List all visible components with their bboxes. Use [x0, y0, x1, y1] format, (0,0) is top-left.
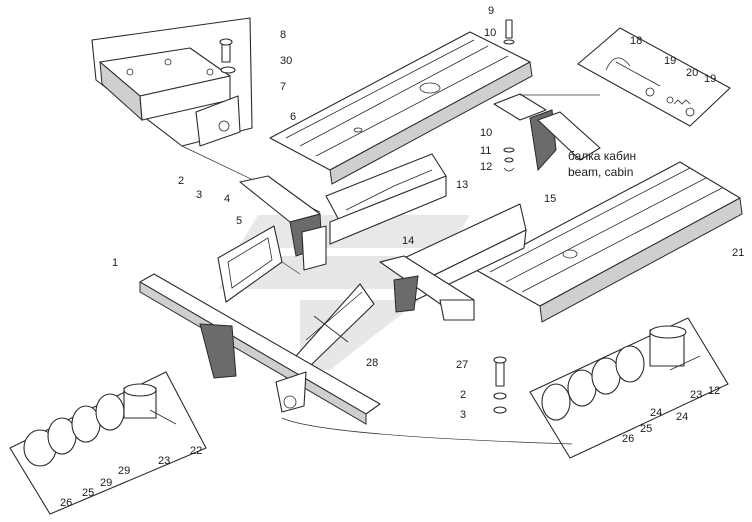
callout-2: 2: [178, 175, 185, 187]
callout-23-left: 23: [158, 455, 171, 467]
callout-22: 22: [190, 445, 203, 457]
callout-3-lower: 3: [460, 409, 467, 421]
side-bracket-4: [239, 175, 327, 271]
cabin-beam-bracket: [493, 19, 601, 172]
connector-line: [281, 417, 573, 445]
callout-21: 21: [732, 247, 745, 259]
callout-5: 5: [236, 215, 243, 227]
callout-24-right-a: 24: [676, 411, 689, 423]
callout-1: 1: [112, 257, 119, 269]
callout-26-right: 26: [622, 433, 635, 445]
callout-25-right: 25: [640, 423, 653, 435]
panel-5: [217, 225, 301, 303]
callout-8: 8: [280, 29, 287, 41]
caption-cabin-beam-en: beam, cabin: [568, 165, 634, 179]
callout-6: 6: [290, 111, 297, 123]
bolt-27: [493, 356, 507, 414]
callout-20: 20: [686, 67, 699, 79]
callout-2-lower: 2: [460, 389, 467, 401]
callout-11: 11: [480, 145, 492, 157]
callout-18: 18: [630, 35, 643, 47]
callout-24-right-b: 24: [650, 407, 663, 419]
callout-4: 4: [224, 193, 231, 205]
callout-14: 14: [402, 235, 415, 247]
upper-rail: [269, 31, 533, 185]
callout-15: 15: [544, 193, 557, 205]
cross-beam-1: [139, 273, 381, 425]
callout-9: 9: [488, 5, 495, 17]
callout-19-b: 19: [704, 73, 717, 85]
right-bracket: [379, 255, 475, 321]
callout-25-left: 25: [82, 487, 95, 499]
lower-rail: [475, 161, 743, 323]
right-bushing-stack: [529, 317, 729, 459]
callout-27: 27: [456, 359, 469, 371]
callout-19-a: 19: [664, 55, 677, 67]
callout-12-right: 12: [708, 385, 721, 397]
callout-10-mid: 10: [480, 127, 493, 139]
inset-bracket-detail: [91, 17, 321, 213]
callout-3: 3: [196, 189, 203, 201]
left-bushing-stack: [9, 371, 207, 515]
callout-29-left-b: 29: [100, 477, 113, 489]
callout-10-top: 10: [484, 27, 497, 39]
callout-28: 28: [366, 357, 379, 369]
callout-7: 7: [280, 81, 287, 93]
callout-12: 12: [480, 161, 493, 173]
callout-29-left-a: 29: [118, 465, 131, 477]
spring-hook-inset: [577, 27, 731, 127]
mud-flap-13: [325, 153, 447, 245]
callout-23-right: 23: [690, 389, 703, 401]
caption-cabin-beam-ru: балка кабин: [568, 149, 637, 163]
callout-13: 13: [456, 179, 469, 191]
callout-30: 30: [280, 55, 293, 67]
callout-26-left: 26: [60, 497, 73, 509]
